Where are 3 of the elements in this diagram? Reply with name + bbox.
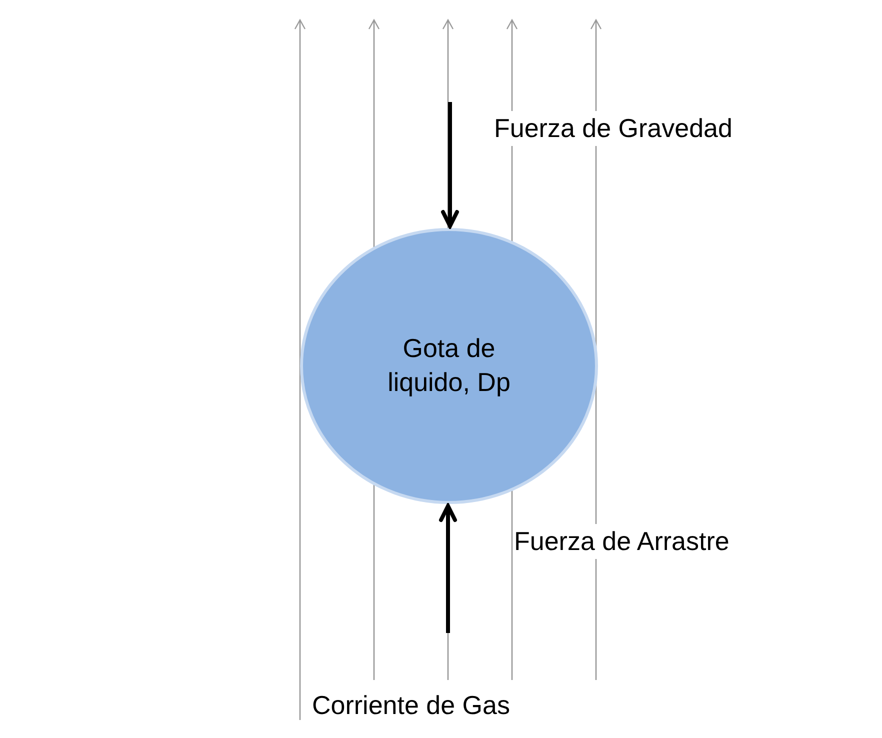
force-label: Fuerza de Gravedad — [494, 111, 732, 146]
force-label: Fuerza de Arrastre — [514, 524, 730, 560]
droplet-label: Gota de liquido, Dp — [386, 332, 512, 399]
